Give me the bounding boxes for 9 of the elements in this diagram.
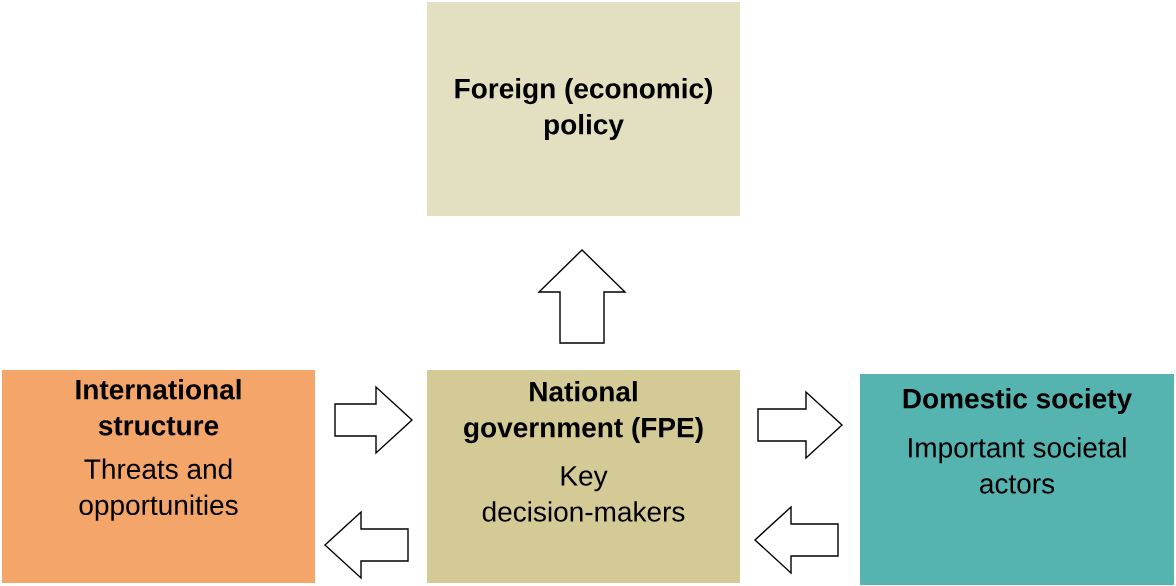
block-arrow (334, 385, 414, 455)
block-arrow (757, 390, 844, 460)
block-arrow (323, 510, 409, 580)
topic-box: International structure Threats and opportunities (2, 370, 315, 583)
topic-box: National government (FPE) Key decision-makers (427, 370, 740, 583)
block-arrow (753, 505, 839, 575)
topic-box: Foreign (economic) policy (427, 2, 740, 216)
topic-box: Domestic society Important societal actors (860, 374, 1174, 585)
block-arrow (537, 249, 627, 344)
